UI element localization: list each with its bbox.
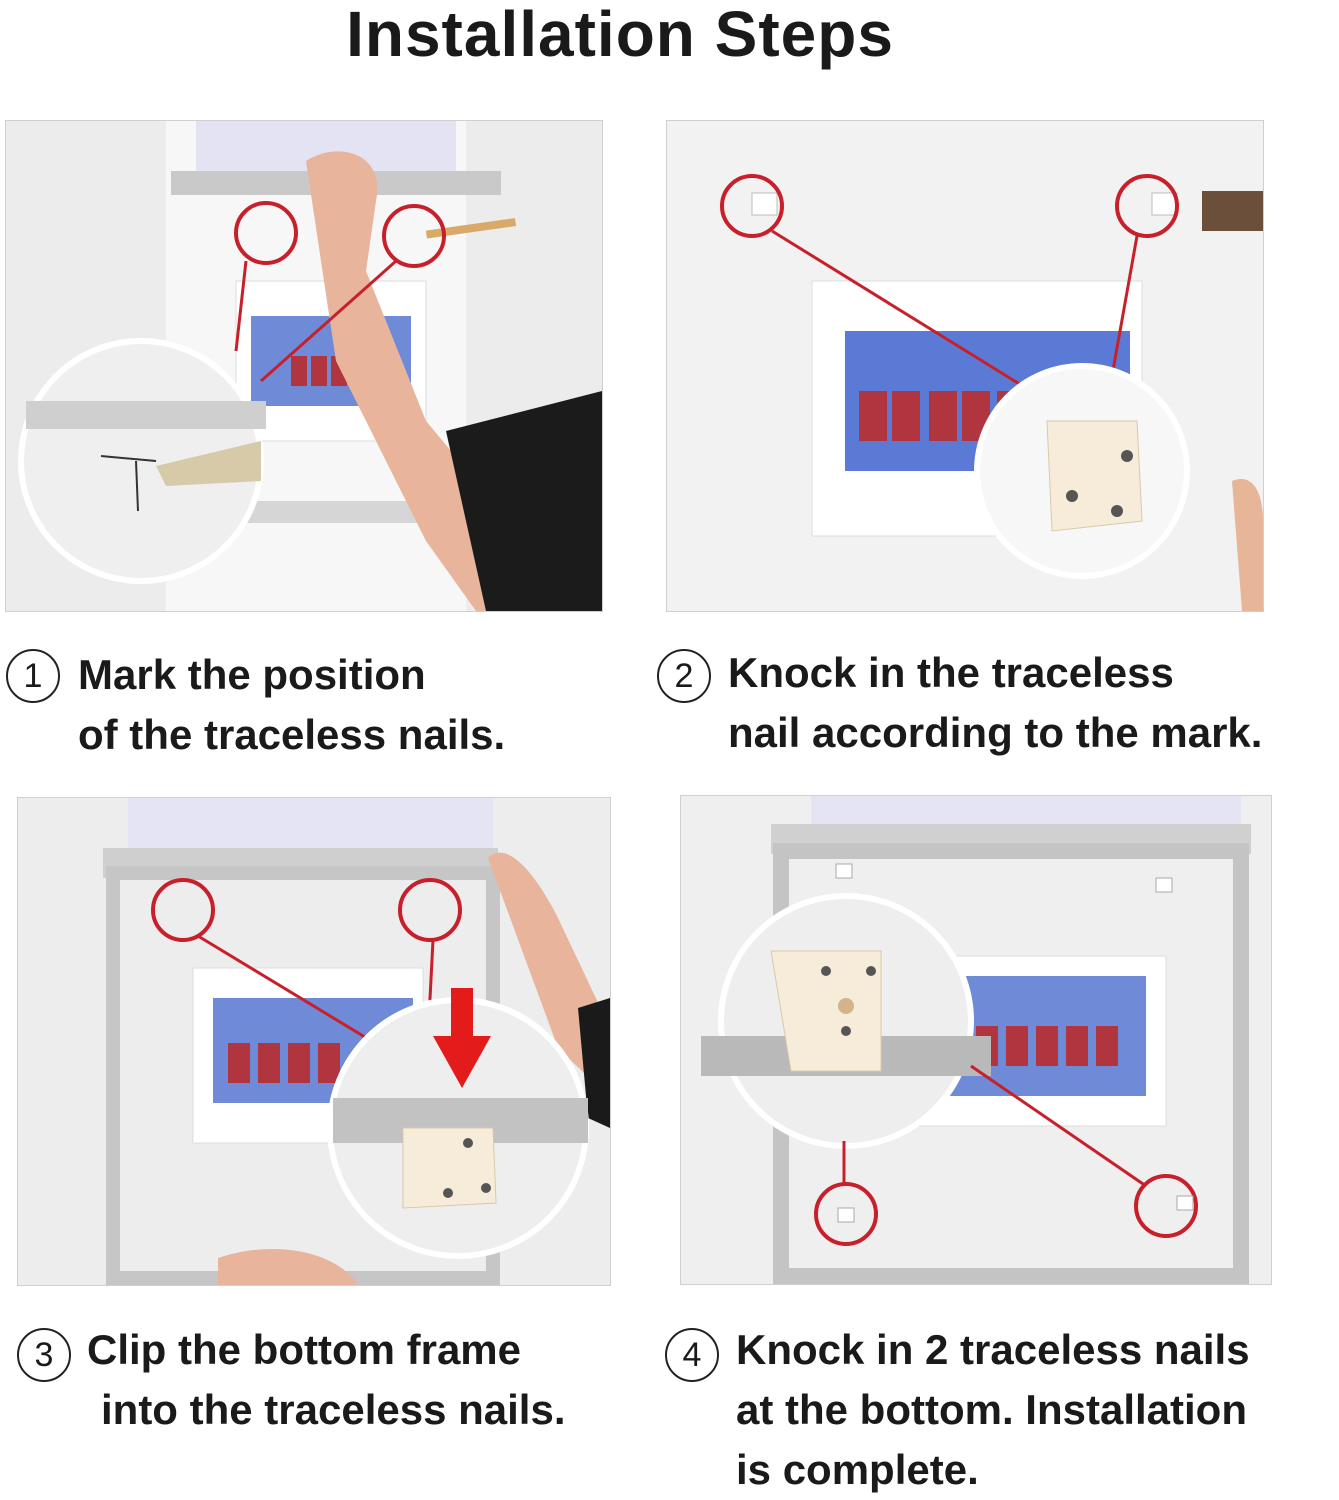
step-1-line-2: of the traceless nails. (78, 711, 506, 758)
step-1-line-1: Mark the position (78, 651, 426, 698)
step-4-line-1: Knock in 2 traceless nails (736, 1326, 1250, 1373)
step-2-photo (666, 120, 1264, 612)
step-4-line-2: at the bottom. Installation (736, 1386, 1247, 1433)
step-1-caption: Mark the position of the traceless nails… (78, 645, 505, 765)
step-1-photo (5, 120, 603, 612)
step-4-line-3: is complete. (736, 1446, 979, 1493)
step-3-number: 3 (17, 1328, 71, 1382)
step-2-line-2: nail according to the mark. (728, 709, 1263, 756)
step-4-number: 4 (665, 1328, 719, 1382)
step-3-photo (17, 797, 611, 1286)
step-3-caption: Clip the bottom frame into the traceless… (87, 1320, 566, 1440)
step-1-number: 1 (6, 649, 60, 703)
step-2-number: 2 (657, 649, 711, 703)
step-4-photo (680, 795, 1272, 1285)
step-2-caption: Knock in the traceless nail according to… (728, 643, 1262, 763)
page-title: Installation Steps (346, 0, 894, 70)
step-3-line-1: Clip the bottom frame (87, 1326, 522, 1373)
step-4-caption: Knock in 2 traceless nails at the bottom… (736, 1320, 1250, 1500)
step-2-line-1: Knock in the traceless (728, 649, 1174, 696)
step-3-line-2: into the traceless nails. (101, 1386, 566, 1433)
